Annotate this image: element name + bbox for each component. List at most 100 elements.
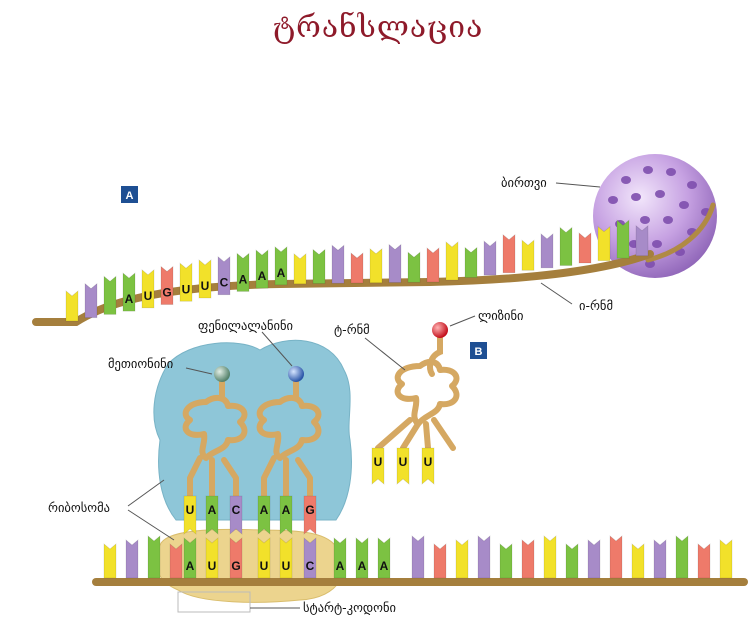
trna-b-nucleotide	[396, 447, 410, 485]
mrna-a-nucleotide	[65, 290, 79, 322]
panel-a-badge-text: A	[126, 190, 134, 202]
ribosome-sphere-label: ბირთვი	[501, 175, 547, 190]
nucleotide-letter: A	[258, 269, 267, 283]
nucleotide-letter: U	[399, 455, 408, 469]
mrna-a-nucleotide	[597, 225, 611, 262]
mrna-a-codon-nucleotide	[198, 259, 212, 299]
anticodon-nucleotide	[303, 495, 317, 535]
panel-a-badge	[121, 186, 138, 203]
mrna-lower-codon-nucleotide	[333, 537, 347, 579]
nucleotide-letter: A	[125, 292, 134, 306]
ribosome-sphere	[593, 154, 717, 278]
trna-b-nucleotide	[371, 447, 385, 485]
ribosome-label: რიბოსომა	[48, 500, 110, 515]
mrna-lower-codon-nucleotide	[205, 537, 219, 579]
mrna-a-codon-nucleotide	[255, 249, 269, 289]
nucleotide-letter: A	[282, 503, 291, 517]
mrna-lower-codon-nucleotide	[229, 537, 243, 579]
phenylalanine-ball	[288, 366, 304, 382]
nucleotide-letter: G	[162, 286, 171, 300]
anticodon-nucleotide	[229, 495, 243, 535]
mrna-lower-nucleotide	[675, 535, 689, 579]
ribosome-pointer-2	[127, 509, 175, 541]
trna-label: ტ-რნმ	[334, 322, 370, 337]
lysine-pointer	[449, 315, 476, 327]
mrna-a-nucleotide	[578, 232, 592, 264]
nucleotide-letter: C	[232, 503, 241, 517]
anticodon-nucleotide	[205, 495, 219, 535]
nucleotide-letter: U	[282, 559, 291, 573]
nucleotide-letter: G	[231, 559, 240, 573]
mrna-a-nucleotide	[369, 247, 383, 284]
mrna-lower-nucleotide	[609, 535, 623, 579]
nucleotide-letter: G	[305, 503, 314, 517]
lysine-ball	[432, 322, 448, 338]
panel-b-badge-text: B	[475, 346, 483, 358]
methionine-pointer	[185, 367, 213, 375]
mrna-a-codon-nucleotide	[141, 268, 155, 309]
mrna-a-nucleotide	[521, 239, 535, 271]
mrna-a-codon-nucleotide	[122, 272, 136, 312]
mrna-a-nucleotide	[407, 251, 421, 283]
mrna-lower-nucleotide	[455, 539, 469, 579]
nucleotide-letter: U	[186, 503, 195, 517]
start-codon-box	[177, 591, 251, 613]
mrna-lower-nucleotide	[521, 539, 535, 579]
trna-b-nucleotide	[421, 447, 435, 485]
mrna-a-nucleotide	[426, 247, 440, 283]
mrna-a-nucleotide	[312, 248, 326, 284]
mrna-a-nucleotide	[635, 224, 649, 257]
mrna-a-nucleotide	[483, 240, 497, 276]
mrna-lower-nucleotide	[653, 539, 667, 579]
sphere-pointer	[555, 182, 601, 188]
mrna-lower-codon-nucleotide	[355, 537, 369, 579]
mrna-a-nucleotide	[445, 241, 459, 281]
mrna-lower-nucleotide	[543, 535, 557, 579]
mrna-lower-codon-nucleotide	[303, 537, 317, 579]
nucleotide-letter: U	[144, 289, 153, 303]
mrna-a-nucleotide	[502, 233, 516, 274]
mrna-lower-codon-nucleotide	[257, 537, 271, 579]
ribosome-pointer-1	[127, 479, 165, 507]
free-trna	[375, 322, 460, 451]
nucleotide-letter: A	[358, 559, 367, 573]
nucleotide-letter: A	[208, 503, 217, 517]
mrna-label: ი-რნმ	[579, 298, 613, 313]
mrna-a-nucleotide	[103, 275, 117, 315]
mrna-lower-nucleotide	[147, 535, 161, 579]
mrna-lower-nucleotide	[103, 543, 117, 579]
ribosome-trnas	[182, 379, 322, 499]
mrna-lower-nucleotide	[477, 535, 491, 579]
anticodon-nucleotide	[279, 495, 293, 535]
mrna-lower-nucleotide	[587, 539, 601, 579]
mrna-pointer	[540, 282, 573, 305]
mrna-lower-nucleotide	[433, 543, 447, 579]
mrna-a-nucleotide	[350, 252, 364, 284]
nucleotide-letter: A	[239, 272, 248, 286]
methionine-label: მეთიონინი	[108, 356, 173, 371]
nucleotide-letter: C	[306, 559, 315, 573]
mrna-a-codon-nucleotide	[274, 246, 288, 286]
mrna-a-nucleotide	[559, 226, 573, 266]
nucleotide-letter: U	[201, 279, 210, 293]
page-title: ტრანსლაცია	[272, 10, 484, 45]
anticodon-nucleotide	[257, 495, 271, 535]
mrna-lower-nucleotide	[125, 539, 139, 579]
start-codon-label: სტარტ-კოდონი	[303, 600, 396, 615]
nucleotide-letter: C	[220, 276, 229, 290]
nucleotide-letter: U	[374, 455, 383, 469]
panel-a: A	[32, 154, 717, 326]
nucleotide-letter: U	[182, 282, 191, 296]
mrna-a-codon-nucleotide	[160, 265, 174, 305]
mrna-lower-nucleotide	[411, 535, 425, 579]
mrna-a-nucleotide	[388, 243, 402, 283]
mrna-a-nucleotide	[616, 219, 630, 259]
mrna-a-codon-nucleotide	[236, 252, 250, 292]
nucleotide-letter: U	[424, 455, 433, 469]
mrna-lower-codon-nucleotide	[183, 537, 197, 579]
